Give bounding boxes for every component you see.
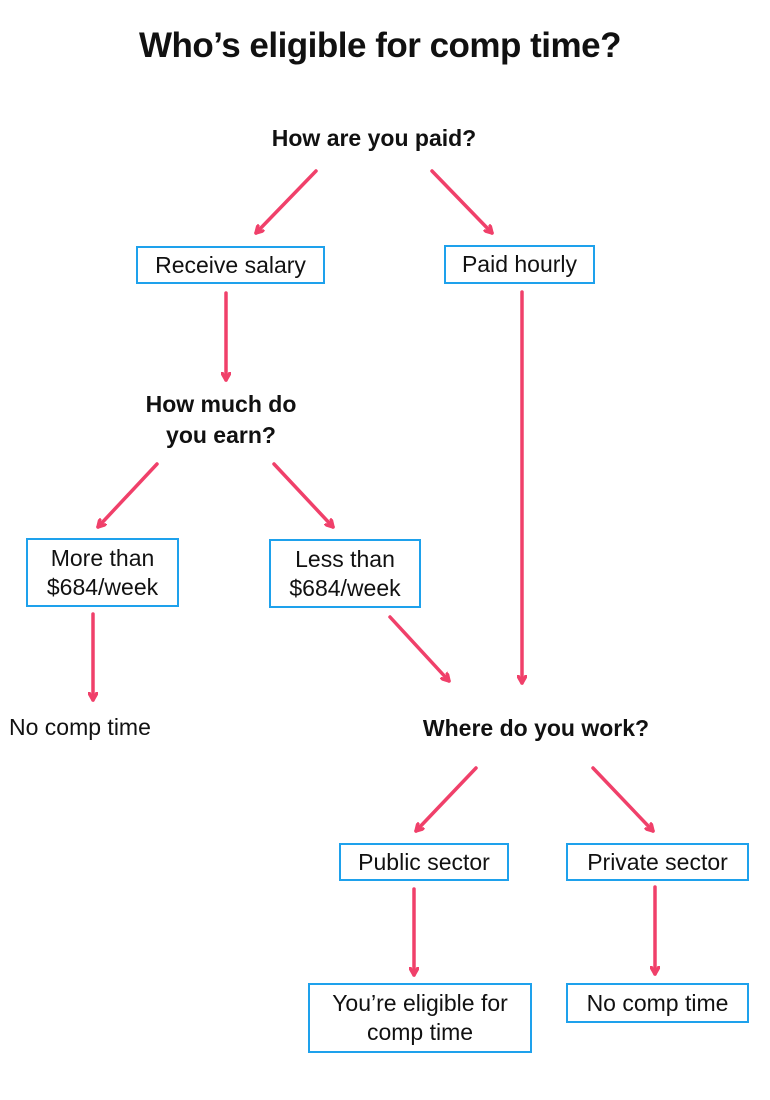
arrow-earn-to-less — [272, 462, 335, 529]
question-earn-line2: you earn? — [166, 422, 276, 448]
question-work: Where do you work? — [422, 715, 650, 741]
box-receive-salary: Receive salary — [136, 246, 325, 284]
question-earn-line1: How much do — [145, 391, 297, 417]
arrow-work-to-private — [591, 766, 655, 833]
box-eligible-line2: comp time — [366, 1019, 474, 1045]
question-earn: How much do you earn? — [121, 389, 321, 451]
box-less-than-line2: $684/week — [289, 574, 401, 601]
diagram-title: Who’s eligible for comp time? — [138, 26, 622, 65]
box-more-than: More than $684/week — [26, 538, 179, 607]
box-less-than: Less than $684/week — [269, 539, 421, 608]
box-public-sector: Public sector — [339, 843, 509, 881]
question-pay: How are you paid? — [271, 125, 477, 151]
box-eligible: You’re eligible for comp time — [308, 983, 532, 1053]
box-more-than-line1: More than — [50, 544, 155, 571]
box-eligible-line1: You’re eligible for — [332, 990, 508, 1016]
box-paid-hourly: Paid hourly — [444, 245, 595, 284]
box-more-than-line2: $684/week — [46, 573, 159, 600]
box-private-sector: Private sector — [566, 843, 749, 881]
box-less-than-line1: Less than — [295, 545, 395, 572]
arrow-work-to-public — [414, 766, 478, 833]
outcome-no-comp-salary: No comp time — [9, 714, 151, 740]
arrow-earn-to-more — [96, 462, 159, 529]
arrow-less-to-work — [388, 615, 451, 683]
arrow-pay-to-hourly — [430, 169, 494, 235]
box-no-comp-private: No comp time — [566, 983, 749, 1023]
arrow-pay-to-salary — [254, 169, 318, 235]
